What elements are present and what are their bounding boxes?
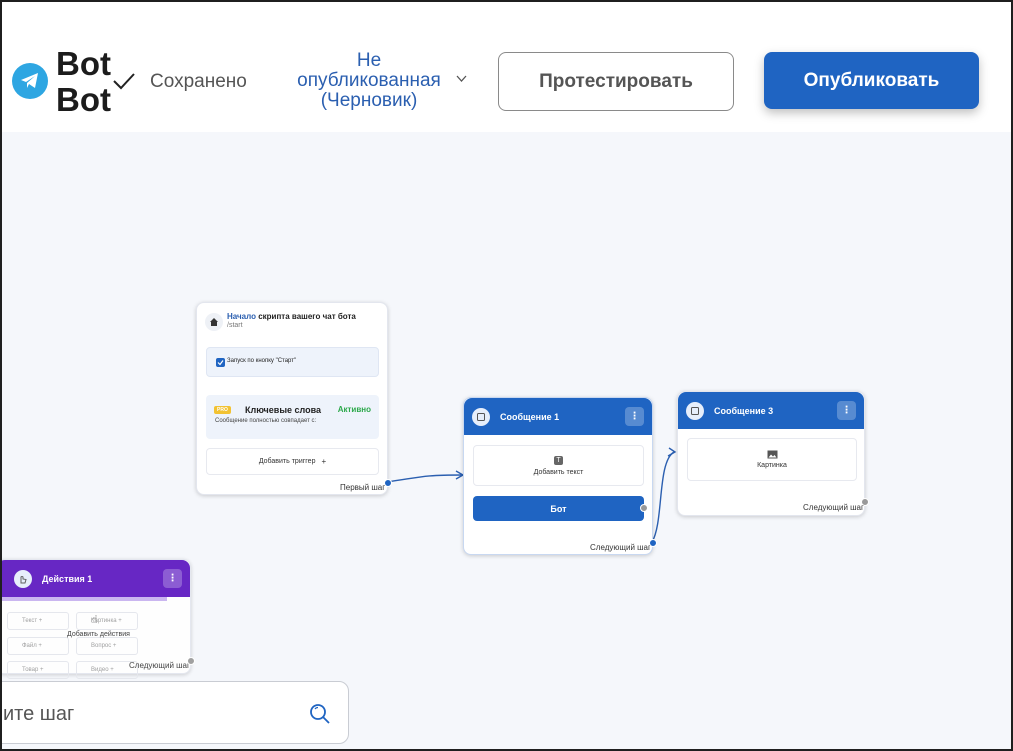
bot-reply-button[interactable]: Бот	[473, 496, 644, 521]
action-item-text[interactable]: Текст +	[7, 612, 69, 630]
plus-icon: +	[321, 457, 327, 466]
message-3-header[interactable]: Сообщение 3 ⋮	[678, 392, 864, 429]
step-search-box[interactable]: ите шаг	[2, 681, 349, 744]
message-icon	[686, 401, 704, 420]
start-node[interactable]: Начало скрипта вашего чат бота /start За…	[196, 302, 392, 495]
next-step-label: Первый шаг	[340, 483, 386, 492]
action-item-product[interactable]: Товар +	[7, 661, 69, 679]
actions-node-1[interactable]: Действия 1 ⋮ Текст + Картинка + Файл + В…	[2, 559, 195, 679]
home-icon	[205, 313, 223, 331]
more-icon[interactable]: ⋮	[625, 407, 644, 426]
start-title: Начало скрипта вашего чат бота	[227, 312, 356, 321]
output-port[interactable]	[187, 657, 195, 665]
hand-icon	[14, 569, 32, 588]
more-icon[interactable]: ⋮	[837, 401, 856, 420]
next-step-label: Следующий шаг	[803, 503, 864, 512]
add-trigger-button[interactable]: Добавить триггер +	[206, 448, 379, 475]
bot-name[interactable]: Bot Bot	[56, 45, 111, 118]
test-button[interactable]: Протестировать	[498, 52, 734, 111]
action-item-video[interactable]: Видео +	[76, 661, 138, 679]
publish-button[interactable]: Опубликовать	[764, 52, 979, 109]
button-port[interactable]	[640, 504, 648, 512]
message-1-title: Сообщение 1	[500, 411, 560, 422]
add-actions-label[interactable]: Добавить действия	[67, 631, 130, 638]
next-step-label: Следующий шаг	[590, 543, 651, 552]
message-node-1[interactable]: Сообщение 1 ⋮ T Добавить текст Бот Следу…	[463, 397, 657, 555]
output-port[interactable]	[861, 498, 869, 506]
add-text-button[interactable]: T Добавить текст	[473, 445, 644, 486]
output-port[interactable]	[384, 479, 392, 487]
keywords-status: Активно	[337, 405, 371, 414]
message-icon	[472, 407, 490, 426]
cursor-hand-icon: ☝	[91, 614, 98, 626]
trigger-start-label: Запуск по кнопку "Старт"	[227, 358, 297, 364]
keywords-desc: Сообщение полностью совпадает с:	[215, 418, 317, 424]
image-icon	[767, 450, 777, 459]
pro-badge: PRO	[214, 406, 231, 414]
trigger-keywords[interactable]: PRO Ключевые слова Активно Сообщение пол…	[206, 395, 379, 439]
checkbox-icon[interactable]	[216, 358, 225, 367]
publish-status-dropdown[interactable]: Не опубликованная (Черновик)	[297, 50, 441, 111]
picture-block[interactable]: Картинка	[687, 438, 857, 481]
text-icon: T	[554, 455, 563, 465]
check-icon	[113, 73, 135, 90]
action-item-file[interactable]: Файл +	[7, 637, 69, 655]
actions-1-header[interactable]: Действия 1 ⋮	[2, 560, 190, 597]
keywords-title: Ключевые слова	[245, 405, 322, 415]
next-step-label: Следующий шаг	[129, 661, 190, 670]
actions-progress-bar	[2, 597, 167, 601]
actions-1-title: Действия 1	[42, 573, 93, 584]
output-port[interactable]	[649, 539, 657, 547]
more-icon[interactable]: ⋮	[163, 569, 182, 588]
chevron-down-icon[interactable]	[456, 75, 467, 83]
start-command: /start	[227, 322, 243, 329]
trigger-start-button[interactable]: Запуск по кнопку "Старт"	[206, 347, 379, 377]
saved-status: Сохранено	[150, 71, 247, 92]
search-input[interactable]: ите шаг	[3, 703, 75, 725]
message-3-title: Сообщение 3	[714, 405, 774, 416]
telegram-icon	[12, 63, 48, 99]
message-1-header[interactable]: Сообщение 1 ⋮	[464, 398, 652, 435]
search-icon[interactable]	[309, 703, 331, 725]
message-node-3[interactable]: Сообщение 3 ⋮ Картинка Следующий шаг	[677, 391, 869, 516]
action-item-picture[interactable]: Картинка +	[76, 612, 138, 630]
action-item-question[interactable]: Вопрос +	[76, 637, 138, 655]
